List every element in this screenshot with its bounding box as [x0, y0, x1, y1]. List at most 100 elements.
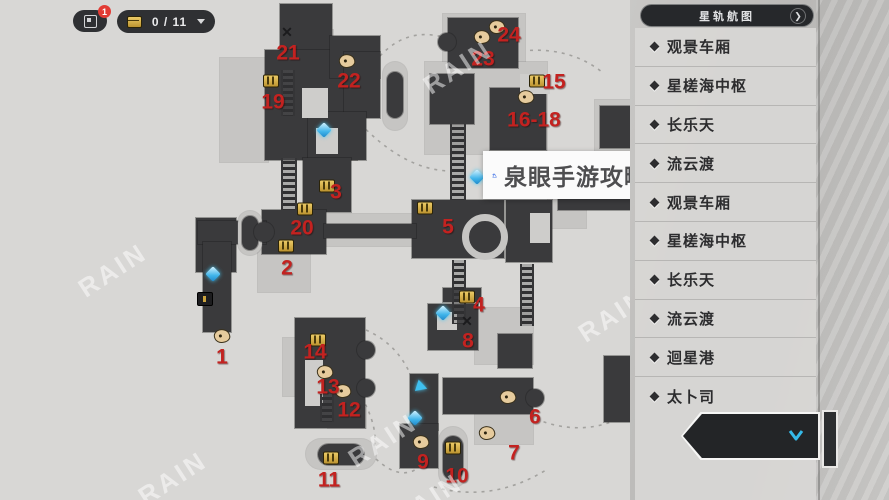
sidebar-item-6[interactable]: 星槎海中枢: [635, 222, 816, 261]
sidebar-item-label: 观景车厢: [667, 194, 732, 212]
map-building: [302, 88, 328, 118]
sidebar-item-label: 星槎海中枢: [667, 78, 748, 96]
chest-count-label: 0 / 11: [151, 14, 188, 29]
map-number-5: 5: [442, 215, 454, 239]
treasure-chest-icon: [323, 451, 339, 465]
map-building: [530, 213, 550, 243]
sidebar-item-3[interactable]: 长乐天: [635, 106, 816, 145]
diamond-bullet-icon: [649, 352, 660, 363]
teleport-icon: [205, 266, 221, 282]
teleport-icon: [316, 122, 332, 138]
diamond-bullet-icon: [649, 235, 660, 246]
notification-badge: 1: [98, 5, 111, 18]
map-building: [450, 124, 466, 200]
treasure-chest-icon: [310, 333, 326, 347]
journal-button[interactable]: 1: [73, 5, 111, 32]
treasure-chest-icon: [319, 179, 335, 193]
enemy-icon: [411, 433, 431, 451]
locked-chest-icon: [197, 292, 213, 306]
map-number-16-18: 16-18: [507, 108, 561, 132]
sidebar-item-label: 观景车厢: [667, 39, 732, 57]
sidebar-item-5[interactable]: 观景车厢: [635, 183, 816, 222]
banner-side-bar: [822, 410, 838, 468]
map-building: [443, 378, 533, 414]
enemy-icon: [516, 88, 536, 106]
sidebar-item-8[interactable]: 流云渡: [635, 300, 816, 339]
map-building: [254, 222, 274, 242]
map-building: [324, 224, 416, 238]
map-building: [357, 379, 375, 397]
diamond-bullet-icon: [649, 391, 660, 402]
chevron-right-icon[interactable]: ❯: [790, 8, 806, 24]
sidebar-item-label: 流云渡: [667, 310, 716, 328]
map-number-11: 11: [317, 468, 341, 492]
map-number-14: 14: [303, 340, 327, 364]
treasure-chest-icon: [278, 239, 294, 253]
chest-icon: [127, 15, 142, 28]
enemy-icon: [472, 28, 492, 46]
map-building: [387, 72, 403, 118]
map-building: [242, 216, 258, 250]
map-number-4: 4: [473, 293, 485, 317]
map-number-21: 21: [276, 41, 300, 65]
site-logo-icon: [492, 173, 497, 178]
site-watermark-title: 泉眼手游攻略: [504, 164, 648, 190]
sidebar-item-label: 长乐天: [667, 272, 716, 290]
map-number-10: 10: [445, 464, 469, 488]
treasure-chest-icon: [445, 441, 461, 455]
map-number-8: 8: [462, 329, 474, 353]
sidebar-item-9[interactable]: 迴星港: [635, 338, 816, 378]
vertical-divider: [818, 0, 820, 500]
chevron-down-icon[interactable]: [788, 430, 804, 441]
sidebar-item-10[interactable]: 太卜司: [635, 377, 816, 416]
sidebar-item-label: 流云渡: [667, 155, 716, 173]
map-round-platform: [462, 214, 508, 260]
map-nav-title: 星轨航图: [699, 10, 755, 23]
enemy-icon: [337, 52, 357, 70]
sidebar-item-label: 迴星港: [667, 349, 716, 367]
sidebar-item-4[interactable]: 流云渡: [635, 144, 816, 184]
teleport-icon: [435, 305, 451, 321]
map-number-20: 20: [290, 216, 314, 240]
diamond-bullet-icon: [649, 41, 660, 52]
map-number-13: 13: [316, 375, 340, 399]
map-number-7: 7: [508, 441, 520, 465]
map-building: [498, 334, 532, 368]
diamond-bullet-icon: [649, 158, 660, 169]
treasure-chest-icon: [263, 74, 279, 88]
map-number-3: 3: [330, 180, 342, 204]
map-building: [281, 158, 297, 210]
map-number-2: 2: [281, 256, 293, 280]
sidebar-item-2[interactable]: 星槎海中枢: [635, 67, 816, 106]
cross-mark-icon: ✕: [461, 313, 473, 329]
sidebar-item-1[interactable]: 观景车厢: [635, 28, 816, 67]
treasure-chest-icon: [529, 74, 545, 88]
treasure-chest-icon: [417, 201, 433, 215]
map-number-24: 24: [497, 23, 521, 47]
map-number-15: 15: [542, 70, 566, 94]
chest-counter-button[interactable]: 0 / 11: [117, 10, 215, 33]
teleport-icon: [407, 410, 423, 426]
map-building: [430, 74, 474, 124]
map-number-12: 12: [337, 398, 361, 422]
map-building: [526, 389, 544, 407]
sidebar-item-label: 长乐天: [667, 116, 716, 134]
caret-down-icon[interactable]: [197, 19, 205, 24]
diamond-bullet-icon: [649, 313, 660, 324]
treasure-chest-icon: [297, 202, 313, 216]
map-building: [281, 70, 295, 116]
map-number-22: 22: [337, 69, 361, 93]
journal-icon: [83, 14, 97, 28]
sidebar-item-label: 太卜司: [667, 389, 716, 407]
map-building: [357, 341, 375, 359]
map-building: [604, 356, 634, 422]
diamond-bullet-icon: [649, 274, 660, 285]
sidebar-item-label: 星槎海中枢: [667, 233, 748, 251]
map-building: [520, 264, 534, 326]
sidebar-item-7[interactable]: 长乐天: [635, 261, 816, 300]
map-nav-header[interactable]: 星轨航图 ❯: [640, 4, 814, 27]
collapse-banner[interactable]: [681, 412, 820, 460]
enemy-icon: [498, 388, 518, 406]
map-number-19: 19: [261, 90, 285, 114]
